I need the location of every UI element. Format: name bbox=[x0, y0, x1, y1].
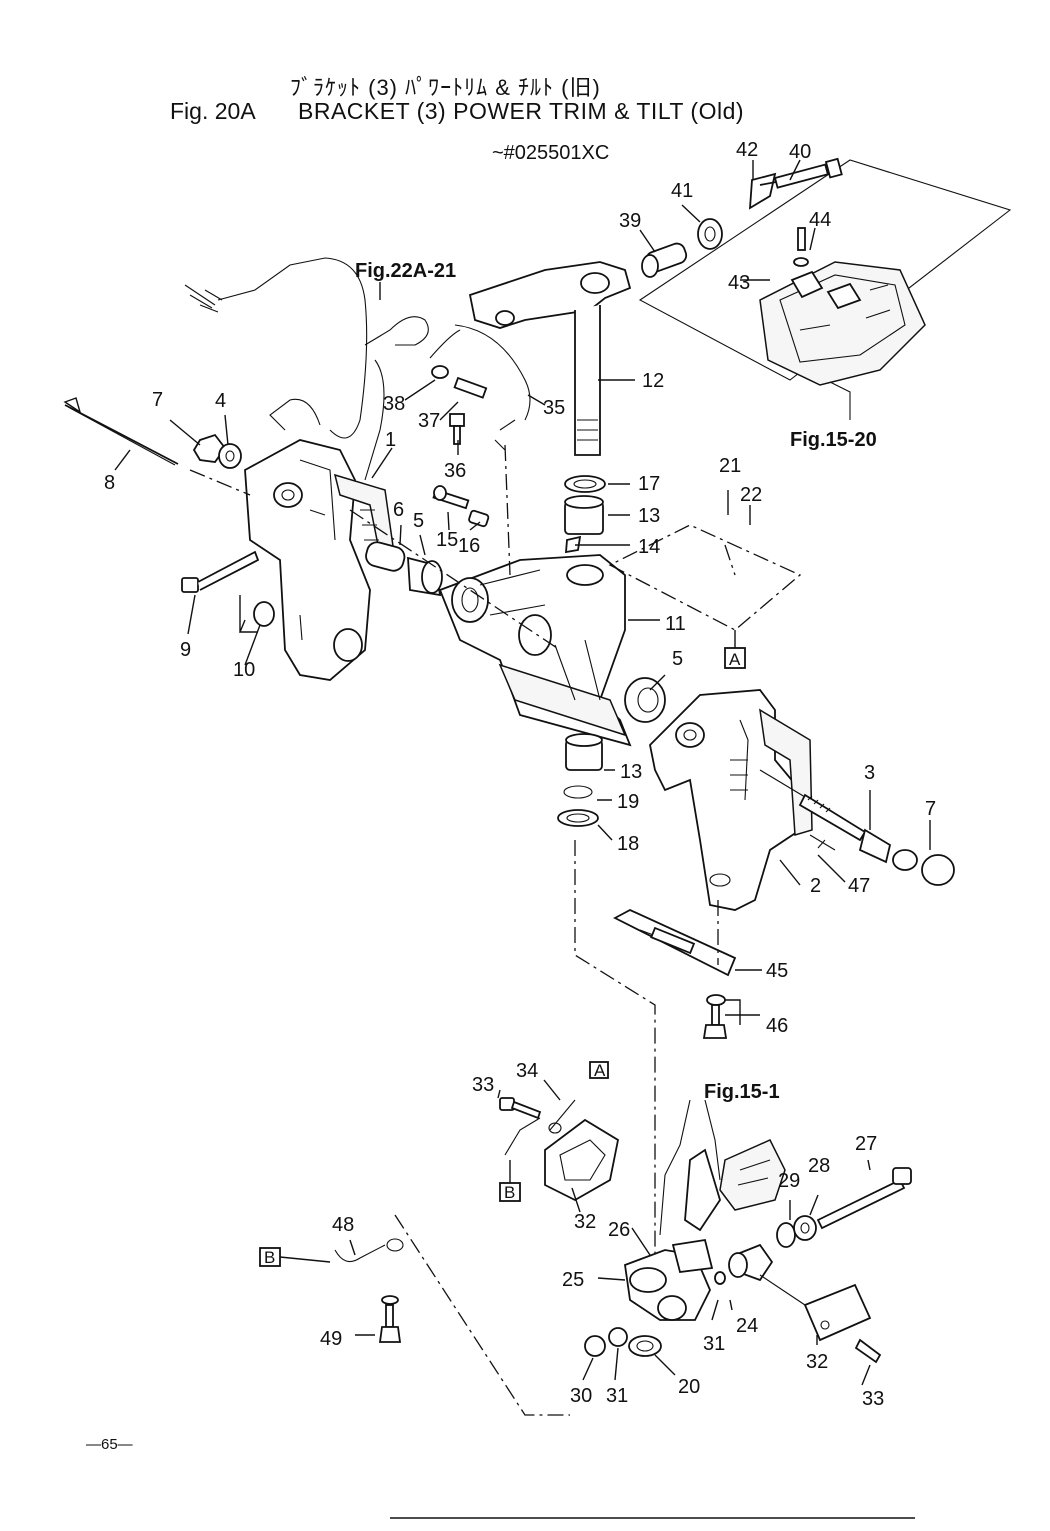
part-label: 35 bbox=[543, 397, 565, 419]
crossref-fig15-1: Fig.15-1 bbox=[704, 1081, 780, 1103]
part-label: 24 bbox=[736, 1315, 758, 1337]
part-label: 31 bbox=[703, 1333, 725, 1355]
box-label-b: B bbox=[504, 1183, 515, 1202]
wire-harness bbox=[184, 257, 531, 481]
box-label-a: A bbox=[729, 650, 741, 669]
part-label: 1 bbox=[385, 429, 396, 451]
upper-hardware bbox=[641, 157, 843, 278]
part-label: 7 bbox=[152, 389, 163, 411]
part-label: 2 bbox=[810, 875, 821, 897]
part-label: 32 bbox=[806, 1351, 828, 1373]
figure-number: Fig. 20A bbox=[170, 98, 256, 124]
crossref-fig15-20: Fig.15-20 bbox=[790, 429, 877, 451]
part-label: 6 bbox=[393, 499, 404, 521]
part-label: 14 bbox=[638, 536, 660, 558]
box-label-b-left: B bbox=[264, 1248, 275, 1267]
part-label: 5 bbox=[672, 648, 683, 670]
crossref-fig22a-21: Fig.22A-21 bbox=[355, 260, 456, 282]
part-label: 18 bbox=[617, 833, 639, 855]
japanese-title: ﾌﾞﾗｹｯﾄ (3) ﾊﾟﾜｰﾄﾘﾑ & ﾁﾙﾄ (旧) bbox=[290, 75, 601, 100]
upper-bushings bbox=[564, 475, 606, 554]
bolts-36-37-38 bbox=[431, 365, 488, 445]
part-number-labels: 1 2 3 4 5 5 6 7 7 8 9 10 11 12 13 13 14 … bbox=[104, 139, 936, 1410]
part-label: 49 bbox=[320, 1328, 342, 1350]
part-label: 3 bbox=[864, 762, 875, 784]
tilt-bushing-right bbox=[624, 677, 666, 723]
left-nut-washer bbox=[192, 433, 242, 469]
part-label: 29 bbox=[778, 1170, 800, 1192]
steering-arm-and-shaft bbox=[468, 261, 632, 456]
part-label: 25 bbox=[562, 1269, 584, 1291]
part-label: 41 bbox=[671, 180, 693, 202]
bolt-3-nut-7-right bbox=[759, 769, 955, 886]
bolt-9-washer-10 bbox=[181, 550, 275, 627]
part-label: 33 bbox=[472, 1074, 494, 1096]
part-label: 12 bbox=[642, 370, 664, 392]
part-label: 20 bbox=[678, 1376, 700, 1398]
part-label: 28 bbox=[808, 1155, 830, 1177]
lower-bushings bbox=[557, 733, 603, 827]
part-label: 19 bbox=[617, 791, 639, 813]
part-label: 13 bbox=[620, 761, 642, 783]
part-label: 32 bbox=[574, 1211, 596, 1233]
part-label: 8 bbox=[104, 472, 115, 494]
leader-lines bbox=[114, 159, 931, 1386]
right-stern-bracket bbox=[649, 689, 813, 911]
part-label: 44 bbox=[809, 209, 831, 231]
part-label: 4 bbox=[215, 390, 226, 412]
part-label: 34 bbox=[516, 1060, 538, 1082]
part-label: 33 bbox=[862, 1388, 884, 1410]
part-label: 40 bbox=[789, 141, 811, 163]
part-label: 39 bbox=[619, 210, 641, 232]
part-label: 47 bbox=[848, 875, 870, 897]
page-number: ―65― bbox=[86, 1436, 133, 1453]
part-label: 27 bbox=[855, 1133, 877, 1155]
part-label: 30 bbox=[570, 1385, 592, 1407]
part-label: 36 bbox=[444, 460, 466, 482]
plate-45-bolt-46 bbox=[613, 908, 737, 1039]
swivel-bracket bbox=[438, 554, 632, 747]
left-stern-bracket bbox=[244, 439, 396, 681]
part-label: 9 bbox=[180, 639, 191, 661]
part-label: 48 bbox=[332, 1214, 354, 1236]
part-label: 7 bbox=[925, 798, 936, 820]
part-label: 13 bbox=[638, 505, 660, 527]
part-label: 42 bbox=[736, 139, 758, 161]
part-label: 37 bbox=[418, 410, 440, 432]
part-label: 10 bbox=[233, 659, 255, 681]
part-label: 26 bbox=[608, 1219, 630, 1241]
part-label: 45 bbox=[766, 960, 788, 982]
part-label: 22 bbox=[740, 484, 762, 506]
part-label: 17 bbox=[638, 473, 660, 495]
tilt-tube bbox=[63, 397, 179, 466]
part-label: 31 bbox=[606, 1385, 628, 1407]
lower-mount-assembly bbox=[334, 1097, 912, 1364]
part-label: 46 bbox=[766, 1015, 788, 1037]
part-label: 43 bbox=[728, 272, 750, 294]
part-label: 11 bbox=[665, 613, 686, 635]
bolts-15-16 bbox=[432, 485, 490, 528]
box-label-a-lower: A bbox=[594, 1061, 606, 1080]
part-label: 15 bbox=[436, 529, 458, 551]
serial-range: ~#025501XC bbox=[492, 142, 610, 164]
part-label: 5 bbox=[413, 510, 424, 532]
boxed-labels: A A B B bbox=[259, 630, 746, 1267]
part-label: 21 bbox=[719, 455, 741, 477]
cover-panel-assembly bbox=[638, 159, 1012, 420]
part-label: 16 bbox=[458, 535, 480, 557]
tilt-bushings-left bbox=[365, 541, 443, 597]
figure-title: BRACKET (3) POWER TRIM & TILT (Old) bbox=[298, 98, 745, 124]
part-label: 38 bbox=[383, 393, 405, 415]
